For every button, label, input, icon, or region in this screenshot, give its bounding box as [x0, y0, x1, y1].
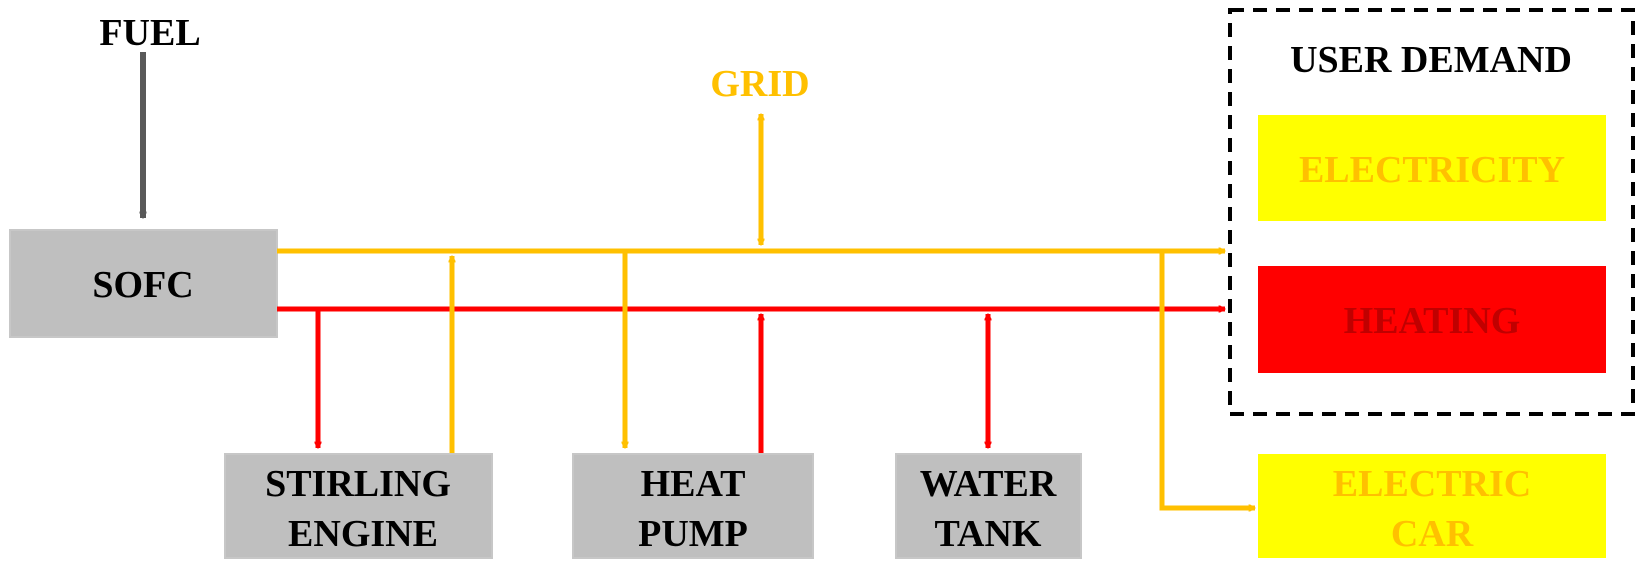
- electricity-demand-label: ELECTRICITY: [1299, 149, 1565, 191]
- fuel-label: FUEL: [99, 12, 200, 54]
- water-tank-line2: TANK: [935, 513, 1042, 555]
- sofc-label: SOFC: [92, 264, 193, 306]
- electric-car-line2: CAR: [1391, 513, 1474, 555]
- water-tank-line1: WATER: [920, 463, 1057, 505]
- electricity-demand-box: [1258, 115, 1606, 221]
- heating-demand-label: HEATING: [1344, 300, 1521, 342]
- sofc-box: [9, 229, 278, 338]
- heating-demand-box: [1258, 266, 1606, 373]
- stirling-engine-line2: ENGINE: [288, 513, 438, 555]
- user-demand-box: [1228, 8, 1635, 416]
- stirling-engine-box: [224, 453, 493, 559]
- grid-label: GRID: [710, 63, 809, 105]
- bus-to-car-arrow: [1159, 251, 1255, 508]
- electric-car-box: [1258, 454, 1606, 558]
- stirling-engine-line1: STIRLING: [265, 463, 451, 505]
- heat-pump-box: [572, 453, 814, 559]
- electric-car-line1: ELECTRIC: [1333, 463, 1532, 505]
- user-demand-title: USER DEMAND: [1290, 39, 1572, 81]
- heat-pump-line1: HEAT: [641, 463, 746, 505]
- heat-pump-line2: PUMP: [638, 513, 748, 555]
- water-tank-box: [895, 453, 1082, 559]
